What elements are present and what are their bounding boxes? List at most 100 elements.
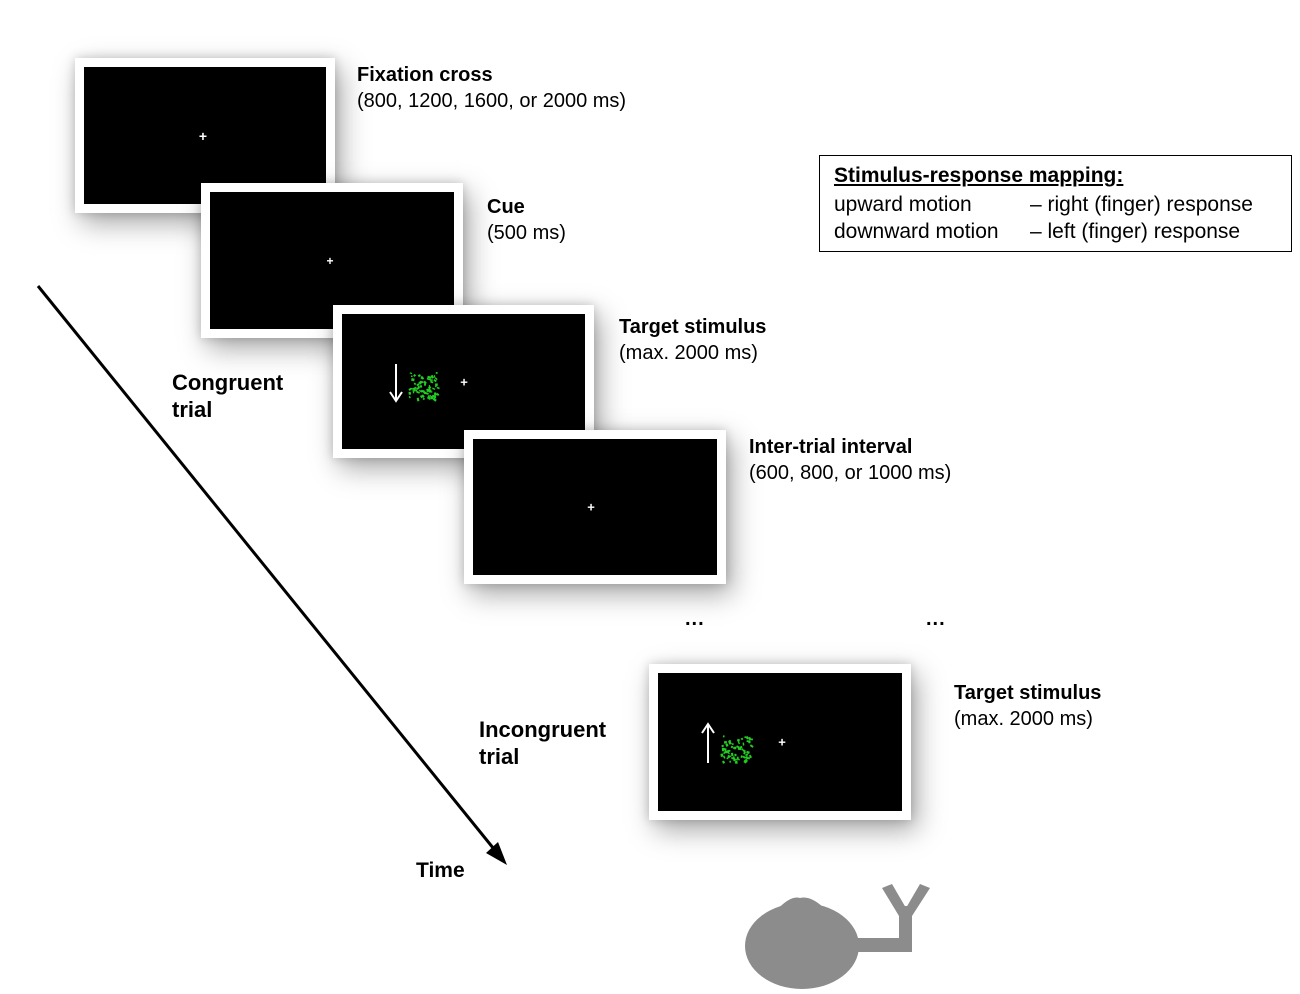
- cue-duration: (500 ms): [487, 222, 566, 244]
- motion-dot: [721, 760, 726, 764]
- motion-dot: [721, 744, 725, 748]
- mapping-title: Stimulus-response mapping:: [834, 164, 1124, 187]
- motion-dot: [408, 391, 412, 395]
- incongruent-trial-label: Incongruent trial: [479, 716, 606, 770]
- mapping-stimulus: upward motion: [834, 193, 972, 216]
- mapping-response: – right (finger) response: [1030, 193, 1253, 216]
- target-duration-2: (max. 2000 ms): [954, 708, 1093, 730]
- motion-dot: [736, 745, 740, 749]
- green-dot-cloud: [720, 735, 754, 764]
- motion-dot: [727, 751, 730, 755]
- green-dot-cloud: [408, 372, 440, 402]
- motion-dot: [411, 378, 415, 382]
- head-tip: [775, 897, 828, 912]
- motion-dot: [728, 740, 731, 743]
- motion-dot: [742, 749, 746, 753]
- motion-dot: [416, 397, 420, 402]
- motion-dot: [743, 751, 747, 755]
- screen-display: +: [342, 314, 585, 449]
- motion-dot: [427, 395, 430, 398]
- motion-dot: [413, 389, 416, 392]
- target-duration-1: (max. 2000 ms): [619, 342, 758, 364]
- motion-dot: [746, 750, 750, 755]
- motion-dot: [410, 375, 413, 378]
- motion-dot: [736, 738, 741, 742]
- motion-dot: [748, 740, 751, 744]
- motion-dot: [430, 380, 434, 384]
- screen-display: +: [473, 439, 717, 575]
- motion-dot: [723, 751, 726, 755]
- motion-dot: [741, 748, 744, 751]
- motion-dot: [722, 755, 726, 759]
- iti-screen: +: [464, 430, 726, 584]
- target-title-1: Target stimulus: [619, 316, 767, 338]
- cue-title: Cue: [487, 196, 525, 218]
- motion-dot: [435, 392, 440, 397]
- motion-dot: [435, 372, 438, 374]
- target-title-2: Target stimulus: [954, 682, 1102, 704]
- motion-dot: [423, 383, 427, 386]
- motion-dot: [749, 744, 754, 748]
- motion-dot: [745, 753, 749, 757]
- motion-dot: [723, 747, 727, 751]
- motion-dot: [730, 745, 734, 749]
- iti-title: Inter-trial interval: [749, 436, 913, 458]
- mapping-row-up: upward motion – right (finger) response: [834, 193, 1253, 217]
- motion-dot: [735, 759, 738, 761]
- motion-dot: [748, 754, 753, 759]
- congruent-line1: Congruent: [172, 370, 284, 395]
- screen-display: +: [84, 67, 326, 204]
- iti-duration: (600, 800, or 1000 ms): [749, 462, 952, 484]
- mapping-row-down: downward motion – left (finger) response: [834, 220, 1240, 244]
- motion-dot: [432, 387, 436, 391]
- incongruent-line1: Incongruent: [479, 717, 607, 742]
- motion-dot: [734, 753, 737, 756]
- motion-dot: [740, 737, 744, 741]
- motion-dot: [724, 741, 727, 744]
- motion-dot: [747, 756, 751, 760]
- motion-dot: [745, 735, 750, 740]
- motion-dot: [733, 746, 737, 750]
- ellipsis-right: ...: [926, 608, 946, 630]
- motion-dot: [731, 743, 734, 745]
- congruent-line2: trial: [172, 397, 213, 422]
- motion-dot: [720, 753, 724, 757]
- fixation-duration: (800, 1200, 1600, or 2000 ms): [357, 90, 627, 112]
- motion-dot: [722, 735, 725, 738]
- congruent-trial-label: Congruent trial: [172, 369, 283, 423]
- mapping-stimulus: downward motion: [834, 220, 999, 243]
- target-screen-incongruent: +: [649, 664, 911, 820]
- motion-dot: [721, 747, 725, 752]
- motion-dot: [730, 752, 734, 757]
- motion-dot: [743, 759, 747, 762]
- motion-dot: [434, 392, 437, 396]
- cable-vertical: [899, 906, 912, 952]
- motion-dot: [436, 386, 440, 390]
- time-arrow-head: [486, 842, 507, 865]
- motion-dot: [424, 391, 427, 395]
- fixation-cross: +: [198, 128, 208, 144]
- motion-dot: [409, 372, 413, 375]
- down-arrow-icon: [389, 364, 403, 403]
- motion-dot: [742, 755, 746, 759]
- motion-dot: [417, 374, 421, 378]
- ellipsis-left: ...: [685, 608, 705, 630]
- fixation-cross: +: [587, 499, 595, 515]
- motion-stimulus: [701, 722, 754, 764]
- motion-dot: [725, 743, 729, 747]
- fixation-cross: +: [778, 734, 786, 750]
- incongruent-line2: trial: [479, 744, 520, 769]
- motion-dot: [408, 395, 411, 399]
- motion-dot: [435, 383, 438, 386]
- motion-dot: [433, 395, 437, 399]
- motion-dot: [739, 745, 743, 749]
- motion-dot: [422, 397, 426, 401]
- fixation-cross: +: [326, 254, 334, 268]
- time-label: Time: [416, 859, 465, 882]
- fixation-screen: +: [75, 58, 335, 213]
- motion-dot: [728, 755, 732, 757]
- motion-dot: [727, 749, 731, 752]
- button-fork: [882, 884, 930, 916]
- motion-dot: [740, 755, 744, 759]
